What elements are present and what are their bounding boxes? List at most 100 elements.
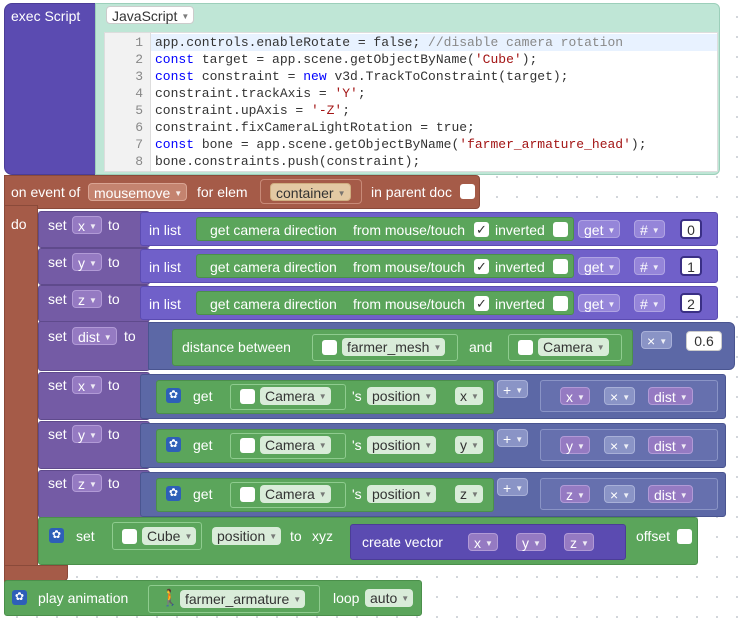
- set-label: set: [48, 426, 67, 442]
- code-token: const: [155, 69, 195, 84]
- code-text: constraint.upAxis = '-Z';: [155, 102, 350, 119]
- var-dropdown[interactable]: x▼: [72, 376, 102, 394]
- var-value: z: [78, 476, 85, 492]
- var-dropdown[interactable]: x▼: [72, 216, 102, 234]
- list-get-dropdown[interactable]: get▼: [578, 294, 621, 312]
- index-mode-dropdown[interactable]: #▼: [634, 294, 665, 312]
- plus-op: +: [503, 480, 512, 496]
- property-value: position: [372, 388, 421, 404]
- var-b-dropdown[interactable]: dist▼: [648, 485, 693, 503]
- line-number: 8: [135, 154, 143, 169]
- code-token: const: [155, 137, 195, 152]
- var-b-value: dist: [654, 487, 676, 503]
- plus-op-dropdown[interactable]: +▼: [497, 429, 529, 447]
- obj2-dropdown[interactable]: Camera▼: [538, 338, 609, 356]
- index-input[interactable]: 0: [680, 219, 702, 239]
- anim-obj-dropdown[interactable]: farmer_armature▼: [180, 590, 306, 608]
- multiply-op-dropdown[interactable]: ×▼: [641, 331, 673, 349]
- event-do-spine: [4, 205, 38, 585]
- camera-direction-block[interactable]: [196, 291, 574, 315]
- do-label: do: [11, 216, 27, 232]
- var-a-dropdown[interactable]: x▼: [560, 387, 590, 405]
- line-number: 7: [135, 137, 143, 152]
- camera-direction-block[interactable]: [196, 217, 574, 241]
- index-mode-dropdown[interactable]: #▼: [634, 257, 665, 275]
- axis-dropdown[interactable]: z▼: [455, 485, 483, 503]
- axis-dropdown[interactable]: y▼: [455, 436, 483, 454]
- times-op: ×: [610, 438, 619, 454]
- axis-dropdown[interactable]: x▼: [455, 387, 483, 405]
- set-label: set: [48, 377, 67, 393]
- inverted-checkbox[interactable]: [553, 222, 568, 237]
- get-label: get: [193, 437, 213, 453]
- event-dropdown[interactable]: mousemove▼: [88, 183, 188, 201]
- object-dropdown[interactable]: Camera▼: [260, 436, 331, 454]
- dist-var-dropdown[interactable]: dist▼: [72, 327, 117, 345]
- loop-dropdown[interactable]: auto▼: [365, 589, 414, 607]
- from-mouse-checkbox[interactable]: ✓: [474, 222, 489, 237]
- index-input[interactable]: 2: [680, 293, 702, 313]
- exec-script-block[interactable]: [4, 3, 106, 175]
- vector-z-dropdown[interactable]: z▼: [564, 533, 594, 551]
- plus-op: +: [503, 431, 512, 447]
- element-dropdown[interactable]: container▼: [270, 183, 351, 201]
- property-dropdown[interactable]: position▼: [367, 485, 437, 503]
- var-a-dropdown[interactable]: z▼: [560, 485, 590, 503]
- list-get-dropdown[interactable]: get▼: [578, 257, 621, 275]
- in-list-label: in list: [149, 222, 181, 238]
- vector-x-dropdown[interactable]: x▼: [468, 533, 498, 551]
- language-dropdown[interactable]: JavaScript▼: [106, 6, 195, 24]
- from-mouse-label: from mouse/touch: [353, 222, 466, 238]
- var-b-dropdown[interactable]: dist▼: [648, 387, 693, 405]
- inverted-checkbox[interactable]: [553, 259, 568, 274]
- multiplier-value[interactable]: 0.6: [686, 331, 722, 351]
- object-dropdown[interactable]: Camera▼: [260, 485, 331, 503]
- index-mode-dropdown[interactable]: #▼: [634, 220, 665, 238]
- plus-op-dropdown[interactable]: +▼: [497, 478, 529, 496]
- var-b-dropdown[interactable]: dist▼: [648, 436, 693, 454]
- in-parent-doc-checkbox[interactable]: [460, 184, 475, 199]
- axis-value: y: [460, 437, 467, 453]
- inverted-label: inverted: [495, 259, 545, 275]
- times-op-dropdown[interactable]: ×▼: [604, 485, 636, 503]
- set-prop-dropdown[interactable]: position▼: [212, 527, 282, 545]
- element-value: container: [276, 185, 334, 201]
- var-dropdown[interactable]: y▼: [72, 253, 102, 271]
- var-dropdown[interactable]: y▼: [72, 425, 102, 443]
- list-get-dropdown[interactable]: get▼: [578, 220, 621, 238]
- camera-direction-block[interactable]: [196, 254, 574, 278]
- index-mode-value: #: [640, 222, 648, 238]
- times-op-dropdown[interactable]: ×▼: [604, 387, 636, 405]
- var-a-dropdown[interactable]: y▼: [560, 436, 590, 454]
- property-dropdown[interactable]: position▼: [367, 436, 437, 454]
- object-dropdown[interactable]: Camera▼: [260, 387, 331, 405]
- from-mouse-checkbox[interactable]: ✓: [474, 296, 489, 311]
- play-animation-label: play animation: [38, 590, 129, 606]
- to-label: to: [108, 291, 120, 307]
- property-dropdown[interactable]: position▼: [367, 387, 437, 405]
- var-dropdown[interactable]: z▼: [72, 290, 102, 308]
- var-a-value: x: [566, 389, 573, 405]
- times-op: ×: [610, 487, 619, 503]
- var-dropdown[interactable]: z▼: [72, 474, 102, 492]
- from-mouse-checkbox[interactable]: ✓: [474, 259, 489, 274]
- offset-checkbox[interactable]: [677, 529, 692, 544]
- inverted-checkbox[interactable]: [553, 296, 568, 311]
- index-input[interactable]: 1: [680, 256, 702, 276]
- times-op-dropdown[interactable]: ×▼: [604, 436, 636, 454]
- vector-y-dropdown[interactable]: y▼: [516, 533, 546, 551]
- obj1-dropdown[interactable]: farmer_mesh▼: [342, 338, 446, 356]
- plus-op-dropdown[interactable]: +▼: [497, 380, 529, 398]
- var-b-value: dist: [654, 389, 676, 405]
- set-obj-dropdown[interactable]: Cube▼: [142, 527, 197, 545]
- event-block[interactable]: [4, 175, 480, 209]
